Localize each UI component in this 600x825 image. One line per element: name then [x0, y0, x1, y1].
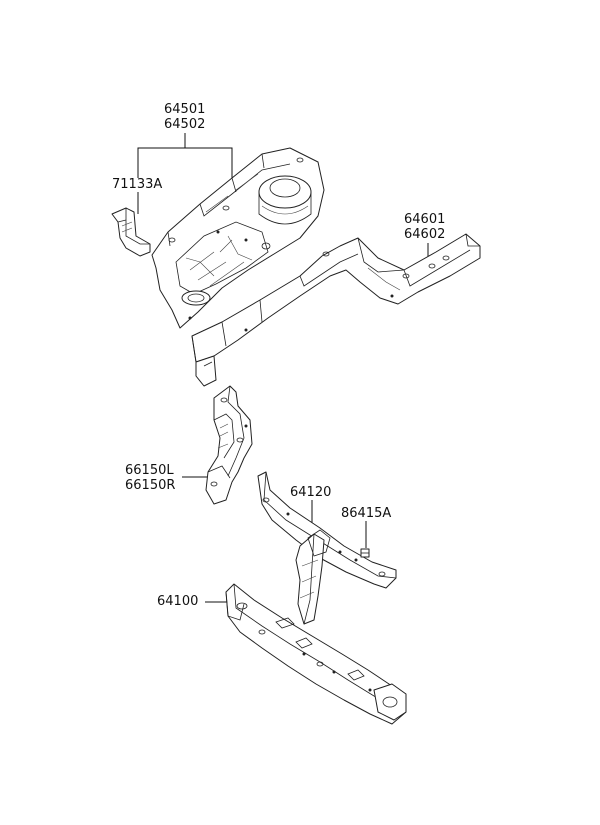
part-number-71133a: 71133A [112, 177, 163, 192]
part-number-64502: 64502 [164, 117, 206, 132]
bracket-71133a [111, 207, 151, 257]
part-number-64100: 64100 [157, 594, 199, 609]
radiator-support-64100 [225, 583, 407, 725]
part-number-66150l: 66150L [125, 463, 174, 478]
part-number-66150r: 66150R [125, 478, 176, 493]
part-number-64120: 64120 [290, 485, 332, 500]
bracket-66150 [205, 385, 253, 505]
part-number-64601: 64601 [404, 212, 446, 227]
part-number-64501: 64501 [164, 102, 206, 117]
fender-apron-64501 [151, 147, 325, 329]
radiator-support-64120 [257, 471, 397, 625]
clip-86415a [360, 548, 370, 558]
side-member-64601 [191, 233, 481, 387]
part-number-64602: 64602 [404, 227, 446, 242]
part-number-86415a: 86415A [341, 506, 392, 521]
leader-lines [137, 133, 429, 603]
